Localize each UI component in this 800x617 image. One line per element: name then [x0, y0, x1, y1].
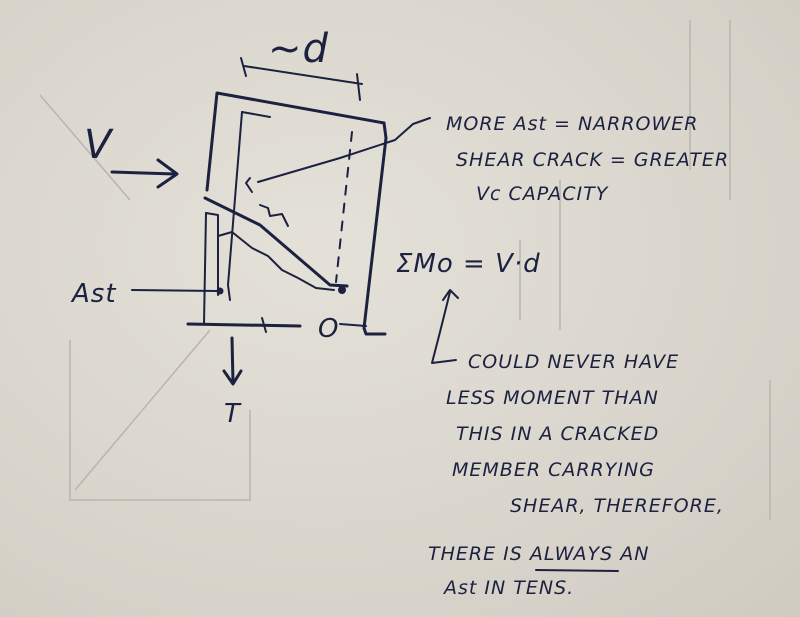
- beam-outline: [186, 91, 388, 336]
- moment-note-line: THERE IS ALWAYS AN: [428, 543, 649, 565]
- moment-note-line: SHEAR, THEREFORE,: [510, 495, 724, 517]
- always-underline: [535, 569, 619, 572]
- moment-equation: ΣMo = V·d: [396, 249, 541, 279]
- moment-point-dot: [338, 286, 346, 294]
- note-pointer-arrow: [245, 117, 431, 193]
- moment-point-label: O: [318, 314, 339, 344]
- shear-force-arrow: [110, 158, 179, 189]
- tension-label: T: [224, 399, 242, 429]
- crack-note-line: SHEAR CRACK = GREATER: [456, 149, 729, 171]
- moment-note: COULD NEVER HAVE LESS MOMENT THAN THIS I…: [428, 351, 724, 599]
- rebar-dot: [216, 287, 224, 295]
- ast-leader-line: [131, 289, 219, 292]
- shear-label: V: [84, 122, 114, 168]
- moment-note-line: COULD NEVER HAVE: [468, 351, 679, 373]
- crack-note-line: Vc CAPACITY: [476, 183, 609, 205]
- section-dashed-line: [335, 131, 353, 283]
- depth-dimension: [240, 57, 363, 101]
- moment-note-line: MEMBER CARRYING: [452, 459, 655, 481]
- moment-note-pointer: [431, 289, 459, 364]
- stirrup: [203, 111, 271, 333]
- moment-note-line: THIS IN A CRACKED: [456, 423, 659, 445]
- moment-note-line: Ast IN TENS.: [442, 577, 574, 599]
- crack-note: MORE Ast = NARROWER SHEAR CRACK = GREATE…: [446, 113, 729, 205]
- ast-label: Ast: [70, 279, 117, 309]
- shear-crack: [203, 196, 349, 291]
- moment-note-line: LESS MOMENT THAN: [446, 387, 659, 409]
- background-bleedthrough: [39, 20, 771, 520]
- tension-arrow: [222, 336, 243, 386]
- depth-label: ~d: [268, 26, 329, 72]
- crack-note-line: MORE Ast = NARROWER: [446, 113, 699, 135]
